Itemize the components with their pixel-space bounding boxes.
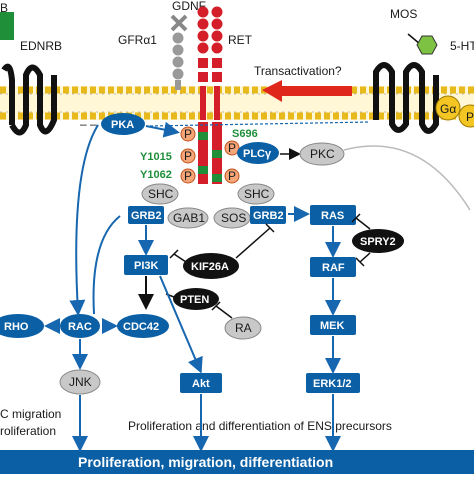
gfra1-coreceptor bbox=[172, 32, 184, 90]
p-site-4: P bbox=[184, 169, 192, 183]
raf-node: RAF bbox=[310, 257, 356, 277]
grb2-to-rac-arrow bbox=[92, 215, 121, 315]
mos-label: MOS bbox=[390, 7, 417, 21]
pka-dashed-link bbox=[149, 121, 371, 127]
outcome-bar-label: Proliferation, migration, differentiatio… bbox=[78, 454, 333, 470]
transactivation-label: Transactivation? bbox=[254, 64, 342, 78]
raf-label: RAF bbox=[322, 262, 345, 274]
ens-precursors-label: Proliferation and differentiation of ENS… bbox=[128, 419, 392, 433]
akt-node: Akt bbox=[180, 373, 222, 393]
5ht-label: 5-HT bbox=[450, 39, 474, 53]
ednrb-label: EDNRB bbox=[20, 39, 62, 53]
pi3k-node: PI3K bbox=[124, 255, 168, 275]
jnk-node: JNK bbox=[59, 369, 101, 395]
cell-membrane bbox=[0, 86, 474, 120]
spry2-inhibits-raf bbox=[355, 252, 371, 267]
shc-right-label: SHC bbox=[244, 187, 270, 201]
enc-migration-label: C migration bbox=[0, 407, 61, 421]
pka-node: PKA bbox=[101, 113, 145, 135]
y1062-label: Y1062 bbox=[140, 169, 172, 181]
akt-label: Akt bbox=[192, 378, 210, 390]
mek-node: MEK bbox=[310, 315, 356, 335]
cdc42-label: CDC42 bbox=[123, 321, 159, 333]
shc-left-label: SHC bbox=[148, 187, 174, 201]
sos-label: SOS bbox=[221, 211, 246, 225]
shc-right-node: SHC bbox=[237, 183, 275, 205]
plcg-node: PLCγ bbox=[237, 142, 279, 164]
rho-node: RHO bbox=[0, 314, 44, 338]
erk-node: ERK1/2 bbox=[306, 373, 360, 393]
gfra1-label: GFRα1 bbox=[118, 33, 157, 47]
plcg-label: PLCγ bbox=[243, 148, 272, 160]
grb2-left-node: GRB2 bbox=[128, 206, 164, 224]
mek-label: MEK bbox=[320, 320, 345, 332]
ras-node: RAS bbox=[310, 205, 356, 225]
proliferation-left-label: roliferation bbox=[0, 424, 56, 438]
spry2-inhibits-ras bbox=[351, 213, 371, 230]
ra-inhibits-pten bbox=[211, 301, 233, 319]
rho-label: RHO bbox=[4, 321, 29, 333]
p-site-3: P bbox=[184, 149, 192, 163]
ras-label: RAS bbox=[321, 210, 344, 222]
pka-inhibit-mark: – – bbox=[80, 117, 97, 131]
pka-label: PKA bbox=[111, 119, 134, 131]
sos-node: SOS bbox=[213, 207, 251, 229]
cdc42-node: CDC42 bbox=[117, 314, 169, 338]
pka-to-ret-arrow bbox=[145, 121, 180, 138]
ra-label: RA bbox=[235, 321, 252, 335]
pi3k-to-akt-arrow bbox=[159, 275, 203, 374]
g-beta-label: P bbox=[466, 110, 474, 124]
s696-label: S696 bbox=[232, 128, 258, 140]
gdnf-ligand bbox=[170, 14, 188, 32]
pkc-label: PKC bbox=[310, 147, 335, 161]
5ht-receptor bbox=[373, 62, 439, 134]
pten-node: PTEN bbox=[173, 288, 219, 310]
kif26a-node: KIF26A bbox=[183, 253, 239, 279]
pten-label: PTEN bbox=[180, 294, 209, 306]
grb2-right-node: GRB2 bbox=[250, 206, 286, 224]
phospho-sites: P P P P P bbox=[180, 126, 240, 184]
rac-label: RAC bbox=[68, 321, 92, 333]
mos-ligand-icon bbox=[407, 33, 438, 55]
grb2-right-label: GRB2 bbox=[253, 210, 284, 222]
gab1-node: GAB1 bbox=[167, 207, 209, 229]
pi3k-label: PI3K bbox=[134, 260, 159, 272]
jnk-label: JNK bbox=[69, 375, 92, 389]
erk-label: ERK1/2 bbox=[313, 378, 352, 390]
ednrb-receptor bbox=[0, 12, 57, 136]
ret-receptor bbox=[197, 6, 223, 184]
kif26a-label: KIF26A bbox=[191, 261, 229, 273]
ednrb-ligand-label: B bbox=[0, 1, 8, 15]
grb2-left-label: GRB2 bbox=[131, 210, 162, 222]
rac-node: RAC bbox=[60, 314, 100, 338]
shc-left-node: SHC bbox=[141, 183, 179, 205]
gab1-label: GAB1 bbox=[173, 211, 205, 225]
g-alpha-protein: Gα P bbox=[435, 95, 474, 128]
galpha-label: Gα bbox=[440, 102, 456, 116]
kif26a-inhibits-grb2 bbox=[235, 223, 275, 259]
ret-label: RET bbox=[228, 33, 253, 47]
gdnf-label: GDNF bbox=[172, 0, 206, 13]
p-site-2: P bbox=[228, 141, 236, 155]
p-site-5: P bbox=[228, 169, 236, 183]
ra-node: RA bbox=[224, 316, 262, 340]
spry2-node: SPRY2 bbox=[352, 229, 404, 253]
kif26a-inhibits-pi3k bbox=[169, 249, 187, 263]
spry2-label: SPRY2 bbox=[360, 236, 396, 248]
outcome-bar: Proliferation, migration, differentiatio… bbox=[0, 450, 474, 474]
pka-to-rac-arrow bbox=[69, 124, 99, 316]
transactivation-arrow bbox=[262, 80, 352, 102]
pkc-curve bbox=[343, 145, 471, 211]
pkc-node: PKC bbox=[299, 142, 345, 166]
y1015-label: Y1015 bbox=[140, 151, 172, 163]
p-site-1: P bbox=[184, 127, 192, 141]
